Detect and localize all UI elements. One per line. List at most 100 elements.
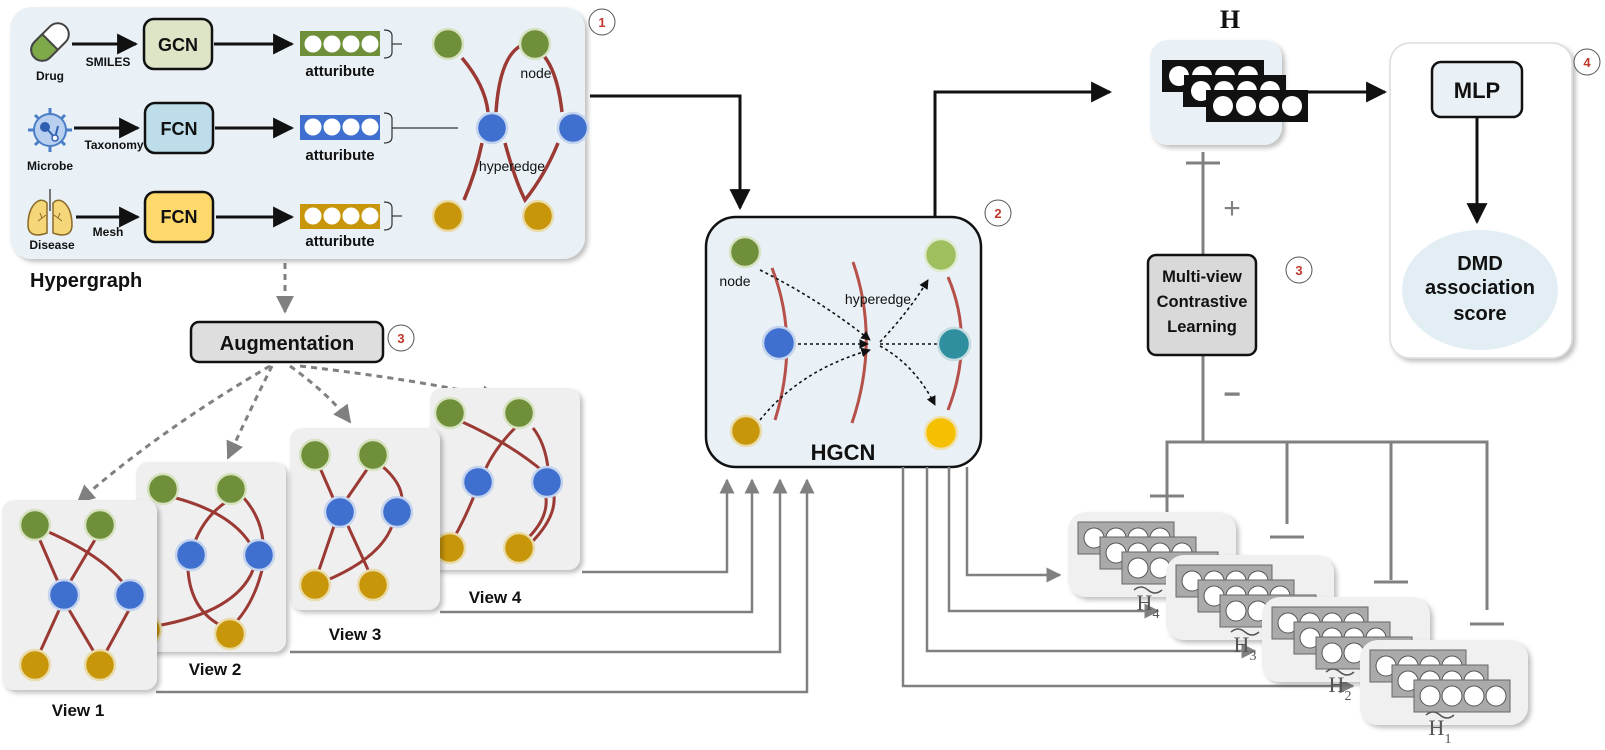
view-card-bg — [290, 428, 440, 610]
drug-node — [431, 27, 465, 61]
step-number: 2 — [994, 206, 1001, 221]
embedding-stack — [1162, 60, 1308, 122]
disease-node — [431, 199, 465, 233]
score-label-line1: DMD — [1457, 253, 1503, 275]
views-to-hgcn-arrows — [156, 478, 815, 694]
disease-node — [729, 414, 763, 448]
drug-node — [298, 438, 332, 472]
attribute-label-drug: atturibute — [305, 63, 374, 80]
step-number: 4 — [1583, 55, 1591, 70]
hyperedge — [460, 56, 490, 113]
node-label: node — [520, 65, 551, 81]
hyperedge — [155, 569, 255, 628]
contrastive-connections — [1150, 152, 1504, 626]
microbe-node — [461, 465, 495, 499]
input-label-taxonomy: Taxonomy — [84, 138, 143, 152]
hyperedge — [234, 569, 264, 624]
hyperedge — [38, 607, 62, 653]
view-label-3: View 3 — [329, 625, 382, 644]
hyperedge — [104, 607, 132, 653]
hyperedge — [324, 525, 394, 583]
microbe-node — [380, 495, 414, 529]
view-card-1 — [2, 500, 157, 690]
score-label-line3: score — [1453, 303, 1506, 325]
tilde-icon — [1425, 711, 1455, 719]
attribute-label-disease: atturibute — [305, 233, 374, 250]
disease-node — [298, 568, 332, 602]
tilde-icon — [1325, 668, 1355, 676]
embedding-label: H — [1220, 5, 1240, 34]
encoder-label-fcn-disease: FCN — [161, 207, 198, 227]
hyperedge — [528, 495, 556, 546]
entity-label-disease: Disease — [29, 238, 75, 252]
hyperedge — [316, 525, 336, 574]
hgcn-box: node hyperedge HGCN — [704, 215, 983, 469]
hyperedge — [43, 528, 126, 585]
drug-node — [433, 396, 467, 430]
encoder-label-fcn-microbe: FCN — [161, 119, 198, 139]
hyperedge — [66, 607, 96, 653]
step-badge-4: 4 — [1573, 48, 1601, 76]
attribute-label-microbe: atturibute — [305, 147, 374, 164]
negative-sign: − — [1223, 378, 1241, 411]
drug-node — [518, 27, 552, 61]
hypergraph-panel: 1 Drug SMILES GCN atturibute — [10, 7, 616, 259]
contrastive-learning-box: Multi-view Contrastive Learning — [1146, 253, 1258, 357]
disease-node — [521, 199, 555, 233]
drug-node-updated — [923, 237, 959, 273]
tilde-icon — [1133, 586, 1163, 594]
microbe-node — [530, 465, 564, 499]
disease-node — [356, 568, 390, 602]
microbe-icon — [28, 108, 72, 152]
drug-node — [356, 438, 390, 472]
input-label-smiles: SMILES — [86, 55, 131, 69]
disease-node — [83, 648, 117, 682]
view-label-4: View 4 — [469, 588, 522, 607]
hyperedge — [37, 537, 60, 583]
hyperedge — [68, 537, 98, 583]
hgcn-label: HGCN — [811, 440, 876, 465]
microbe-node — [174, 538, 208, 572]
view-label-2: View 2 — [189, 660, 242, 679]
hyperedge — [346, 525, 372, 575]
hyperedge — [526, 497, 548, 540]
microbe-row: Microbe Taxonomy FCN atturibute — [27, 101, 458, 173]
tilde-icon — [1230, 628, 1260, 636]
positive-sign: + — [1223, 192, 1241, 225]
fcn-encoder-box-microbe — [143, 101, 215, 155]
input-label-mesh: Mesh — [93, 225, 124, 239]
hyperedge — [453, 495, 476, 537]
hyperedge — [318, 467, 336, 501]
hgcn-to-view-embedding-arrows — [901, 467, 1355, 694]
node-label: node — [719, 273, 750, 289]
hyperedge — [457, 418, 546, 475]
mlp-label: MLP — [1454, 78, 1500, 103]
contrastive-label-line3: Learning — [1167, 318, 1237, 336]
microbe-node — [556, 111, 590, 145]
disease-node — [213, 617, 247, 651]
microbe-node — [323, 495, 357, 529]
arrow-hypergraph-to-hgcn — [590, 94, 751, 211]
drug-node — [214, 472, 248, 506]
hyperedge — [241, 495, 265, 543]
step-number: 3 — [1295, 263, 1302, 278]
entity-label-drug: Drug — [36, 69, 64, 83]
association-score-ellipse — [1402, 230, 1558, 350]
view-card-4 — [430, 388, 580, 570]
drug-node — [728, 235, 762, 269]
disease-node — [502, 531, 536, 565]
embedding-vector — [1206, 90, 1308, 122]
attribute-vector-microbe — [300, 112, 458, 144]
drug-node — [146, 472, 180, 506]
score-label-line2: association — [1425, 277, 1535, 299]
hyperedge — [171, 495, 253, 546]
lungs-icon — [27, 189, 73, 236]
hyperedge — [344, 467, 370, 501]
disease-row: Disease Mesh FCN atturibute — [27, 189, 402, 252]
encoder-label-gcn: GCN — [158, 35, 198, 55]
microbe-node — [113, 578, 147, 612]
contrastive-label-line1: Multi-view — [1162, 268, 1242, 286]
contrastive-label-line2: Contrastive — [1157, 293, 1248, 311]
hyperedge — [483, 426, 517, 471]
